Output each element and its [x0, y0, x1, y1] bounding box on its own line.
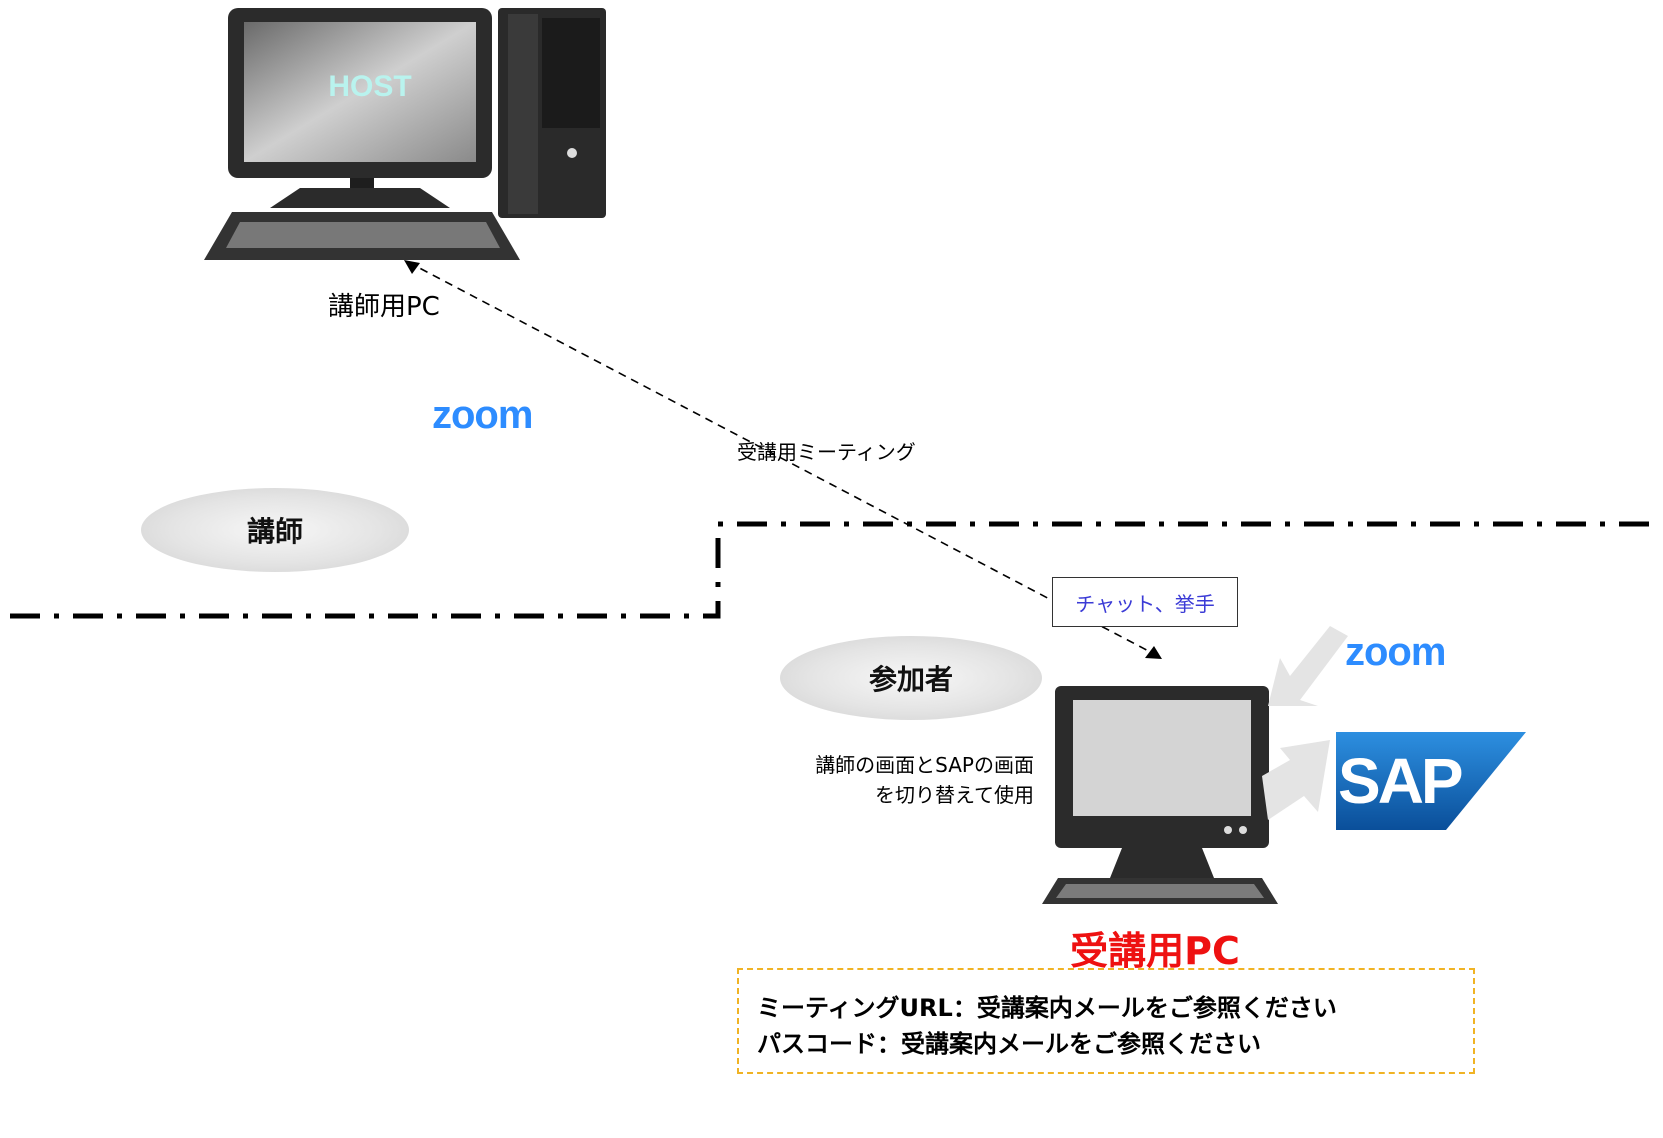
- instructor-pc-icon: [204, 8, 606, 260]
- sap-to-pc-arrow: [1262, 740, 1330, 820]
- zoom-logo-participant: zoom: [1345, 630, 1446, 674]
- instructor-role-badge: 講師: [141, 488, 409, 572]
- zoom-to-pc-arrow: [1268, 626, 1348, 706]
- sap-logo-icon: [1336, 732, 1526, 830]
- sap-logo-text: SAP: [1338, 745, 1464, 817]
- boundary-line: [10, 521, 1663, 619]
- arrow-head-top: [404, 260, 420, 274]
- meeting-info-box: ミーティングURL：受講案内メールをご参照ください パスコード：受講案内メールを…: [737, 968, 1475, 1074]
- participant-role-text: 参加者: [868, 663, 953, 696]
- chat-box-text: チャット、挙手: [1075, 591, 1215, 616]
- host-screen-label: HOST: [328, 70, 412, 103]
- meeting-connection-line: [407, 261, 1159, 657]
- instructor-pc-label: 講師用PC: [328, 292, 440, 322]
- meeting-label: 受講用ミーティング: [737, 440, 916, 464]
- student-pc-label: 受講用PC: [1070, 929, 1240, 973]
- meeting-url-info: ミーティングURL：受講案内メールをご参照ください: [757, 994, 1337, 1022]
- student-pc-icon: [1042, 686, 1278, 904]
- arrow-head-bottom: [1145, 646, 1162, 659]
- screen-switch-note-line1: 講師の画面とSAPの画面: [815, 753, 1034, 777]
- participant-role-badge: 参加者: [780, 636, 1042, 720]
- passcode-info: パスコード：受講案内メールをご参照ください: [757, 1030, 1261, 1058]
- chat-raise-hand-box: チャット、挙手: [1052, 577, 1238, 627]
- screen-switch-note: 講師の画面とSAPの画面 を切り替えて使用: [760, 750, 1034, 810]
- instructor-role-text: 講師: [246, 515, 303, 548]
- zoom-logo-instructor: zoom: [432, 393, 533, 437]
- screen-switch-note-line2: を切り替えて使用: [875, 783, 1034, 807]
